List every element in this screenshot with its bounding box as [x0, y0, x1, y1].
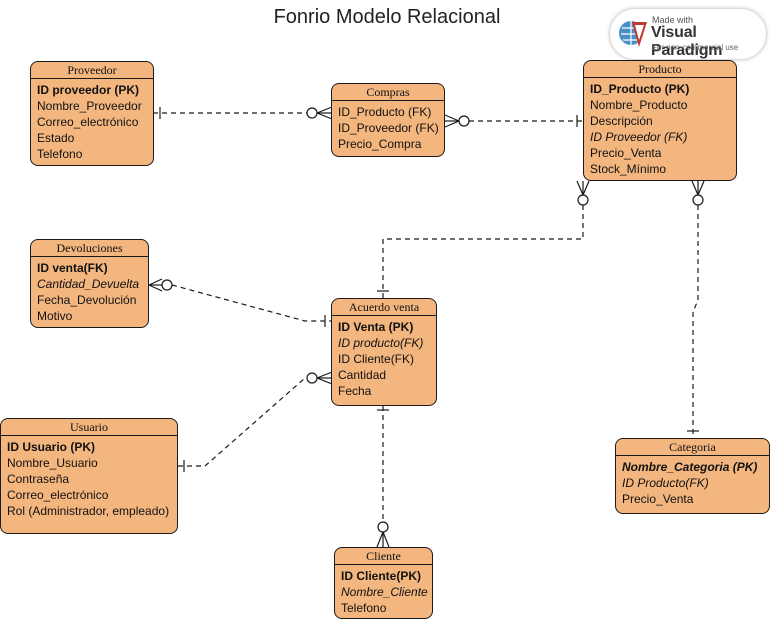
attribute-descripcion: Descripción	[590, 114, 653, 128]
attribute-id-producto: ID Producto(FK)	[622, 476, 709, 490]
attribute-motivo: Motivo	[37, 309, 73, 323]
attribute-id-proveedor: ID_Proveedor (FK)	[338, 121, 439, 135]
attribute-id-usuario: ID Usuario (PK)	[7, 440, 96, 454]
attribute-contrasena: Contraseña	[7, 472, 70, 486]
entity-name: Usuario	[1, 419, 177, 436]
entity-proveedor[interactable]: Proveedor ID proveedor (PK) Nombre_Prove…	[30, 61, 154, 166]
attribute-id-producto: ID_Producto (FK)	[338, 105, 432, 119]
entity-name: Cliente	[335, 548, 432, 565]
link-devoluciones-acuerdo-venta	[148, 278, 332, 327]
attribute-fecha: Fecha	[338, 384, 372, 398]
link-acuerdo-venta-cliente	[376, 406, 390, 548]
badge-brand: Visual Paradigm	[651, 24, 723, 59]
attribute-stock-minimo: Stock_Mínimo	[590, 162, 667, 176]
entity-name: Acuerdo venta	[332, 299, 436, 316]
attribute-correo: Correo_electrónico	[37, 115, 139, 129]
link-proveedor-compras	[153, 106, 333, 120]
attribute-nombre-cliente: Nombre_Cliente	[341, 585, 428, 599]
attribute-id-venta: ID Venta (PK)	[338, 320, 414, 334]
badge-note: For non-commercial use	[652, 43, 739, 52]
attribute-id-venta: ID venta(FK)	[37, 261, 108, 275]
entity-compras[interactable]: Compras ID_Producto (FK) ID_Proveedor (F…	[331, 83, 445, 157]
attribute-nombre-usuario: Nombre_Usuario	[7, 456, 98, 470]
attribute-rol: Rol (Administrador, empleado)	[7, 504, 170, 518]
attribute-id-cliente: ID Cliente(FK)	[338, 352, 415, 366]
attribute-id-producto: ID_Producto (PK)	[590, 82, 690, 96]
link-producto-categoria	[687, 180, 705, 438]
link-producto-acuerdo-venta	[377, 180, 590, 298]
entity-usuario[interactable]: Usuario ID Usuario (PK) Nombre_Usuario C…	[0, 418, 178, 534]
entity-name: Devoluciones	[31, 240, 148, 257]
link-usuario-acuerdo-venta	[178, 371, 333, 472]
visual-paradigm-badge: Made with Visual Paradigm For non-commer…	[610, 9, 766, 59]
visual-paradigm-logo-icon	[619, 21, 647, 47]
entity-cliente[interactable]: Cliente ID Cliente(PK) Nombre_Cliente Te…	[334, 547, 433, 619]
attribute-id-proveedor: ID proveedor (PK)	[37, 83, 140, 97]
attribute-id-cliente: ID Cliente(PK)	[341, 569, 422, 583]
attribute-cantidad: Cantidad	[338, 368, 387, 382]
attribute-precio-compra: Precio_Compra	[338, 137, 422, 151]
attribute-id-producto: ID producto(FK)	[338, 336, 424, 350]
attribute-nombre-categoria: Nombre_Categoria (PK)	[622, 460, 758, 474]
entity-devoluciones[interactable]: Devoluciones ID venta(FK) Cantidad_Devue…	[30, 239, 149, 328]
attribute-estado: Estado	[37, 131, 75, 145]
attribute-precio-venta: Precio_Venta	[590, 146, 662, 160]
attribute-telefono: Telefono	[37, 147, 83, 161]
entity-name: Compras	[332, 84, 444, 101]
attribute-nombre-producto: Nombre_Producto	[590, 98, 688, 112]
entity-producto[interactable]: Producto ID_Producto (PK) Nombre_Product…	[583, 60, 737, 181]
attribute-correo: Correo_electrónico	[7, 488, 109, 502]
attribute-fecha-devolucion: Fecha_Devolución	[37, 293, 137, 307]
entity-name: Proveedor	[31, 62, 153, 79]
badge-made-with: Made with	[652, 15, 694, 25]
attribute-telefono: Telefono	[341, 601, 387, 615]
diagram-title: Fonrio Modelo Relacional	[273, 6, 501, 28]
attribute-cantidad-devuelta: Cantidad_Devuelta	[37, 277, 140, 291]
attribute-precio-venta: Precio_Venta	[622, 492, 694, 506]
entity-name: Categoria	[616, 439, 769, 456]
entity-name: Producto	[584, 61, 736, 78]
entity-categoria[interactable]: Categoria Nombre_Categoria (PK) ID Produ…	[615, 438, 770, 514]
attribute-id-proveedor: ID Proveedor (FK)	[590, 130, 688, 144]
link-compras-producto	[444, 114, 584, 128]
attribute-nombre-proveedor: Nombre_Proveedor	[37, 99, 142, 113]
entity-acuerdo-venta[interactable]: Acuerdo venta ID Venta (PK) ID producto(…	[331, 298, 437, 406]
